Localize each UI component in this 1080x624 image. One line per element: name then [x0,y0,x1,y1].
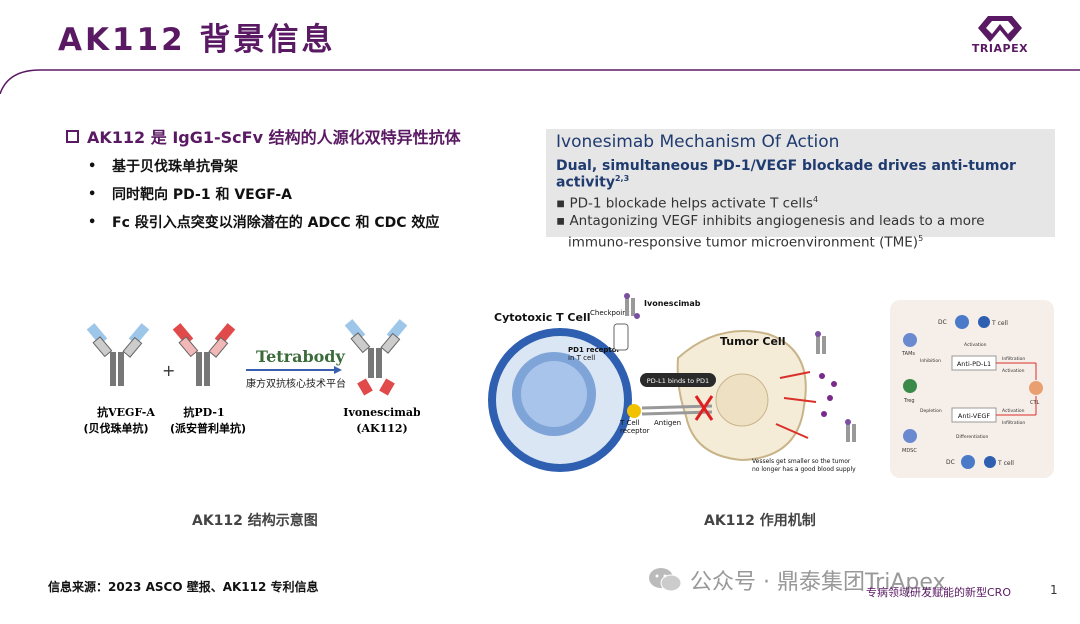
triapex-logo [978,16,1022,42]
label-ivonescimab: Ivonescimab [343,406,420,419]
svg-text:Depletion: Depletion [920,408,942,414]
svg-text:Activation: Activation [1002,368,1025,374]
svg-text:DC: DC [938,319,947,326]
t-cell-receptor-label-b: receptor [620,427,650,435]
dc-cell-bottom-icon [961,455,975,469]
svg-text:Infiltration: Infiltration [1002,356,1025,362]
mdsc-icon [903,429,917,443]
header-divider [0,69,1080,94]
pdl1-badge [640,373,716,387]
source-note: 信息来源：2023 ASCO 壁报、AK112 专利信息 [48,580,319,594]
main-bullet: AK112 是 IgG1-ScFv 结构的人源化双特异性抗体 [66,124,461,148]
sub-bullet-list: •基于贝伐珠单抗骨架 •同时靶向 PD-1 和 VEGF-A •Fc 段引入点突… [88,152,439,236]
svg-text:Activation: Activation [964,342,987,348]
antibody-icon-top [624,293,640,319]
svg-text:Infiltration: Infiltration [1002,420,1025,426]
treg-icon [903,379,917,393]
page-number: 1 [1050,583,1058,597]
platform-label: 康方双抗核心技术平台 [246,377,346,390]
vessel-icon [775,371,817,439]
svg-text:Activation: Activation [1002,408,1025,414]
ivonescimab-label: Ivonescimab [644,299,701,308]
vessels-label-a: Vessels get smaller so the tumor [752,458,851,465]
moa-bullet-2-cont: immuno-responsive tumor microenvironment… [568,234,924,251]
svg-text:Inhibition: Inhibition [920,358,941,364]
svg-text:MDSC: MDSC [902,448,917,454]
t-cell-bottom-icon [984,456,996,468]
anti-vegf-antibody-icon [86,323,150,386]
list-item: •Fc 段引入点突变以消除潜在的 ADCC 和 CDC 效应 [88,214,440,232]
plus-sign: + [162,361,175,380]
pdl1-binds-label: PD-L1 binds to PD1 [647,377,709,385]
pathway-figure: DC T cell TAMs Inhibition Activation Ant… [890,300,1054,478]
label-ak112: (AK112) [356,422,407,435]
antibody-icon-right [845,419,856,442]
antibody-structure-figure: + Tetrabody 康方双抗核心技术平台 抗VEGF-A (贝伐珠单抗) 抗… [83,319,420,435]
svg-text:T cell: T cell [997,460,1014,467]
cytotoxic-t-cell-label: Cytotoxic T Cell [494,311,591,324]
moa-box: Ivonesimab Mechanism Of Action Dual, sim… [546,129,1055,251]
bullet-dot-icon: • [88,186,97,202]
svg-text:Differentiation: Differentiation [956,434,988,440]
label-penpulimab: (派安普利单抗) [170,421,246,435]
antigen-label: Antigen [654,419,681,427]
checkpoint-label: Checkpoint [590,309,630,317]
main-bullet-text: AK112 是 IgG1-ScFv 结构的人源化双特异性抗体 [87,128,461,147]
bullet-dot-icon: • [88,158,97,174]
svg-text:Treg: Treg [903,398,915,404]
moa-subtitle: Dual, simultaneous PD-1/VEGF blockade dr… [556,158,1016,191]
pd1-receptor-label: PD1 receptor [568,346,621,354]
mechanism-caption: AK112 作用机制 [704,513,816,529]
wechat-icon [649,568,682,592]
t-cell-receptor-label-a: T Cell [619,419,640,427]
list-item: •基于贝伐珠单抗骨架 [88,158,238,176]
tumor-cell-label: Tumor Cell [720,335,785,348]
label-bevacizumab: (贝伐珠单抗) [83,421,148,435]
dc-cell-icon [955,315,969,329]
tumor-nucleus-icon [715,373,769,427]
ivonescimab-antibody-icon [344,319,408,396]
label-anti-pd1: 抗PD-1 [183,405,224,419]
vessels-label-b: no longer has a good blood supply [752,466,856,473]
watermark-text: 公众号 · 鼎泰集团TriApex [690,570,946,595]
t-cell-icon [978,316,990,328]
tcr-icon [627,404,641,418]
block-x-icon [694,395,714,421]
antibody-icon-mid [815,331,826,354]
svg-text:TAMs: TAMs [901,351,915,357]
svg-text:DC: DC [946,459,955,466]
list-item: •同时靶向 PD-1 和 VEGF-A [88,186,292,204]
svg-text:T cell: T cell [991,320,1008,327]
tetrabody-label: Tetrabody [256,347,345,366]
mechanism-figure: Cytotoxic T Cell PD1 receptor in T cell … [488,293,856,473]
logo-text: TRIAPEX [971,42,1029,55]
footer-tagline: 专病领域研发赋能的新型CRO [866,586,1011,599]
square-bullet-icon [66,129,79,143]
tams-icon [903,333,917,347]
svg-text:Anti-VEGF: Anti-VEGF [958,412,990,420]
moa-bullet-1: ▪ PD-1 blockade helps activate T cells4 [556,194,819,212]
watermark: 公众号 · 鼎泰集团TriApex [648,564,946,596]
checkpoint-receptor-icon [613,323,629,351]
moa-bullet-2: ▪ Antagonizing VEGF inhibits angiogenesi… [556,213,985,230]
anti-pd1-antibody-icon [172,323,236,386]
label-anti-vegf: 抗VEGF-A [97,405,155,419]
svg-text:Anti-PD-L1: Anti-PD-L1 [957,360,991,368]
bullet-dot-icon: • [88,214,97,230]
structure-caption: AK112 结构示意图 [192,513,318,529]
page-title: AK112 背景信息 [58,22,336,58]
moa-title: Ivonesimab Mechanism Of Action [556,132,840,152]
svg-text:CTL: CTL [1030,400,1040,406]
ctl-icon [1029,381,1043,395]
pd1-receptor-sublabel: in T cell [568,354,595,362]
